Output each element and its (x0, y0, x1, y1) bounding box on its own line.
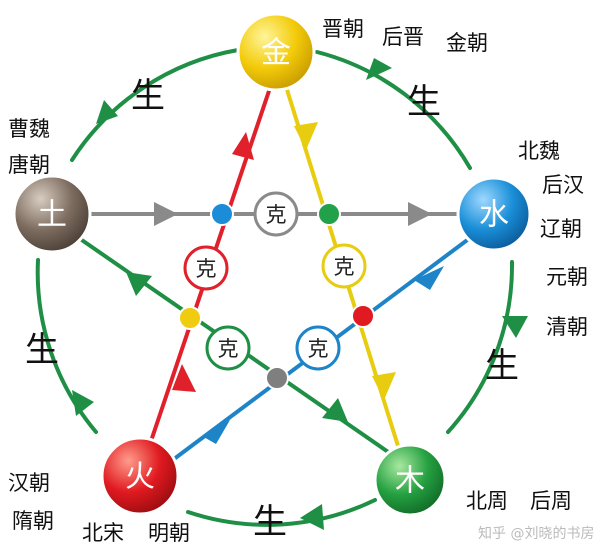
arrowhead-wood-fire (300, 504, 324, 530)
arrowhead-metal-wood-1 (294, 122, 318, 150)
dynasty-label: 后周 (530, 489, 572, 513)
overcome-arrowheads (126, 122, 444, 444)
dynasty-label: 金朝 (446, 31, 488, 55)
element-water: 水 (456, 176, 532, 252)
element-metal: 金 (236, 12, 316, 92)
dynasties-metal: 晋朝 后晋 金朝 (322, 17, 488, 55)
ke-badge-blue: 克 (295, 325, 341, 371)
watermark: 知乎 @刘晓的书房 (478, 525, 594, 542)
element-earth-label: 土 (37, 198, 67, 233)
intersection-dot-yellow (178, 306, 202, 330)
ke-label: 克 (334, 255, 355, 279)
ke-label: 克 (266, 203, 287, 227)
arrowhead-water-wood (502, 316, 528, 338)
intersection-dots (178, 202, 375, 390)
ke-badge-green: 克 (205, 325, 251, 371)
arrowhead-metal-wood-2 (372, 372, 396, 400)
arrowhead-fire-earth (72, 390, 94, 416)
arrowhead-earth-water-2 (408, 202, 432, 226)
dynasty-label: 曹魏 (8, 117, 50, 141)
dynasties-wood: 北周 后周 (466, 489, 572, 513)
ke-badge-red: 克 (183, 245, 229, 291)
sheng-label-earth-metal: 生 (131, 76, 165, 116)
overcome-badges: 克 克 克 克 克 (183, 191, 367, 371)
dynasty-label: 后晋 (382, 25, 424, 49)
ke-badge-gray: 克 (253, 191, 299, 237)
element-wood: 木 (373, 443, 447, 517)
dynasty-label: 北魏 (518, 139, 560, 163)
sheng-label-water-wood: 生 (485, 346, 519, 386)
arrowhead-earth-metal (96, 100, 118, 124)
dynasty-label: 晋朝 (322, 17, 364, 41)
ke-label: 克 (218, 337, 239, 361)
dynasties-fire: 汉朝 隋朝 北宋 明朝 (8, 471, 190, 545)
arrowhead-earth-water-1 (154, 202, 178, 226)
generate-cycle (35, 48, 515, 527)
dynasty-label: 明朝 (148, 521, 190, 545)
intersection-dot-green (317, 202, 341, 226)
arrowhead-wood-earth-2 (126, 272, 152, 296)
dynasty-label: 北周 (466, 489, 508, 513)
sheng-label-fire-earth: 生 (25, 330, 59, 370)
element-water-label: 水 (479, 198, 509, 233)
arc-earth-metal (70, 48, 240, 162)
element-wood-label: 木 (395, 464, 425, 499)
sheng-label-wood-fire: 生 (253, 502, 287, 542)
arc-metal-water (315, 50, 472, 170)
ke-label: 克 (308, 337, 329, 361)
dynasty-label: 北宋 (82, 521, 124, 545)
generate-labels: 生 生 生 生 生 (25, 76, 519, 542)
dynasty-label: 汉朝 (8, 471, 50, 495)
dynasty-label: 后汉 (542, 173, 584, 197)
dynasty-label: 唐朝 (8, 153, 50, 177)
ke-badge-yellow: 克 (321, 243, 367, 289)
arrowhead-water-fire-2 (202, 420, 230, 444)
intersection-dot-blue (210, 202, 234, 226)
overcome-star (74, 78, 480, 464)
arrowhead-water-fire-1 (414, 266, 444, 290)
element-earth: 土 (12, 174, 92, 254)
arrowhead-metal-water (366, 58, 392, 80)
arc-water-wood (446, 260, 515, 434)
element-fire-label: 火 (125, 460, 155, 495)
arc-wood-fire (186, 498, 377, 527)
dynasty-label: 辽朝 (540, 217, 582, 241)
element-fire: 火 (100, 436, 180, 516)
sheng-label-metal-water: 生 (407, 82, 441, 122)
dynasty-label: 隋朝 (12, 509, 54, 533)
element-metal-label: 金 (261, 36, 291, 71)
dynasties-water: 北魏 后汉 辽朝 元朝 清朝 (518, 139, 588, 339)
arrowhead-fire-metal-2 (172, 364, 196, 392)
ke-label: 克 (196, 257, 217, 281)
intersection-dot-red (351, 304, 375, 328)
dynasties-earth: 曹魏 唐朝 (8, 117, 50, 177)
arrowhead-fire-metal-1 (232, 132, 254, 160)
arrowhead-wood-earth-1 (322, 398, 348, 422)
arc-fire-earth (35, 258, 98, 434)
generate-arrowheads (72, 58, 528, 530)
intersection-dot-gray (265, 366, 289, 390)
dynasty-label: 清朝 (546, 315, 588, 339)
dynasty-label: 元朝 (546, 265, 588, 289)
